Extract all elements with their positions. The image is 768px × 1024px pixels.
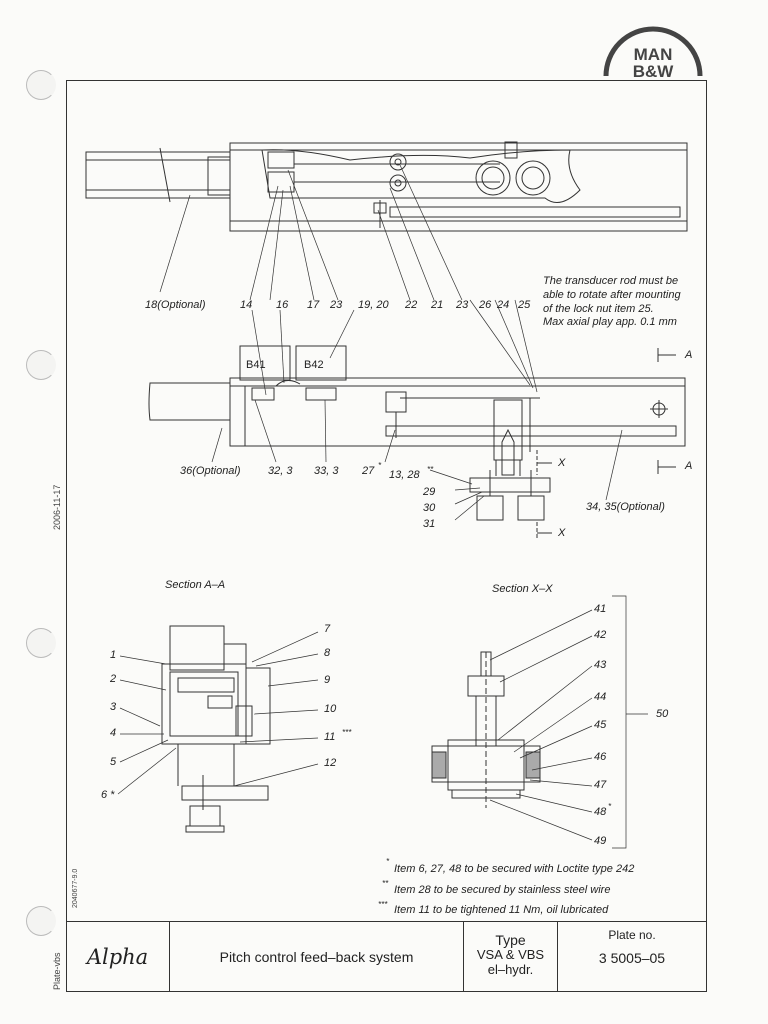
top-view [85, 141, 688, 232]
label-36: 36(Optional) [180, 465, 241, 477]
xx-label-47: 47 [594, 779, 607, 791]
plate-number: 3 5005–05 [598, 950, 666, 966]
note-line: Max axial play app. 0.1 mm [543, 316, 677, 329]
xx-label-43: 43 [594, 659, 607, 671]
section-xx-drawing [431, 651, 541, 808]
label-13-28: 13, 28 [389, 469, 420, 481]
type-value-1: VSA & VBS [476, 947, 545, 963]
section-arrow-x-bottom: X [558, 527, 566, 539]
aa-label-11-mark: *** [342, 728, 352, 737]
label-30: 30 [423, 502, 436, 514]
man-bw-logo: MAN B&W [603, 26, 703, 80]
punch-hole [26, 628, 56, 658]
section-aa-title: Section A–A [165, 579, 226, 591]
aa-label-8: 8 [324, 647, 331, 659]
footnote-loctite-mark: * [386, 857, 390, 866]
footnote-loctite: Item 6, 27, 48 to be secured with Loctit… [394, 863, 635, 875]
label-23: 23 [330, 299, 343, 311]
label-22: 22 [405, 299, 418, 311]
xx-label-50: 50 [656, 708, 669, 720]
label-24: 24 [497, 299, 510, 311]
label-b41: B41 [246, 359, 266, 371]
aa-label-4: 4 [110, 727, 117, 739]
label-27-mark: * [378, 461, 382, 470]
label-19-20: 19, 20 [358, 299, 389, 311]
punch-hole [26, 70, 56, 100]
front-view [148, 345, 686, 540]
note-line: of the lock nut item 25. [543, 302, 654, 315]
aa-label-12: 12 [324, 757, 337, 769]
alpha-logo: Alpha [66, 922, 170, 992]
drawing-frame [66, 80, 707, 992]
label-b42: B42 [304, 359, 324, 371]
footnote-torque: Item 11 to be tightened 11 Nm, oil lubri… [394, 904, 609, 916]
aa-label-11: 11 [324, 731, 336, 743]
aa-label-9: 9 [324, 674, 331, 686]
label-29: 29 [423, 486, 436, 498]
label-34-35: 34, 35(Optional) [586, 501, 665, 513]
xx-label-49: 49 [594, 835, 607, 847]
note-line: able to rotate after mounting [543, 288, 681, 301]
punch-hole [26, 350, 56, 380]
footnote-wire: Item 28 to be secured by stainless steel… [394, 884, 611, 896]
logo-line2: B&W [633, 62, 675, 80]
label-17: 17 [307, 299, 320, 311]
label-16: 16 [276, 299, 289, 311]
transducer-note: The transducer rod must be able to rotat… [543, 275, 681, 330]
label-13-mark: ** [427, 465, 434, 474]
title-block: Alpha Pitch control feed–back system Typ… [66, 921, 707, 992]
footnote-torque-mark: *** [378, 900, 388, 909]
type-cell: Type VSA & VBS el–hydr. [464, 922, 558, 992]
label-14: 14 [240, 299, 253, 311]
label-32-3: 32, 3 [268, 465, 293, 477]
xx-label-46: 46 [594, 751, 607, 763]
xx-label-44: 44 [594, 691, 607, 703]
aa-label-5: 5 [110, 756, 117, 768]
aa-label-6: 6 * [101, 789, 115, 801]
section-aa-drawing [161, 625, 271, 833]
xx-label-41: 41 [594, 603, 607, 615]
note-line: The transducer rod must be [543, 275, 679, 287]
section-arrow-a-bottom: A [685, 460, 693, 472]
plate-label: Plate no. [608, 928, 656, 942]
aa-label-1: 1 [110, 649, 117, 661]
drawing-title: Pitch control feed–back system [170, 922, 464, 992]
xx-label-45: 45 [594, 719, 607, 731]
aa-label-10: 10 [324, 703, 337, 715]
label-21: 21 [431, 299, 444, 311]
label-27: 27 [362, 465, 375, 477]
label-31: 31 [423, 518, 436, 530]
section-arrow-x-top: X [558, 457, 566, 469]
xx-label-48-mark: * [608, 802, 612, 811]
label-33-3: 33, 3 [314, 465, 339, 477]
punch-hole [26, 906, 56, 936]
plate-cell: Plate no. 3 5005–05 [558, 922, 706, 992]
type-label: Type [495, 932, 526, 948]
aa-label-7: 7 [324, 623, 331, 635]
label-26: 26 [479, 299, 492, 311]
section-arrow-a-top: A [685, 349, 693, 361]
label-25: 25 [518, 299, 531, 311]
aa-label-2: 2 [110, 673, 117, 685]
footnote-wire-mark: ** [382, 879, 389, 888]
logo-line1: MAN [634, 45, 673, 64]
xx-label-42: 42 [594, 629, 607, 641]
label-23b: 23 [456, 299, 469, 311]
section-xx-title: Section X–X [492, 583, 553, 595]
type-value-2: el–hydr. [487, 962, 534, 978]
xx-label-48: 48 [594, 806, 607, 818]
label-18: 18(Optional) [145, 299, 206, 311]
aa-label-3: 3 [110, 701, 117, 713]
